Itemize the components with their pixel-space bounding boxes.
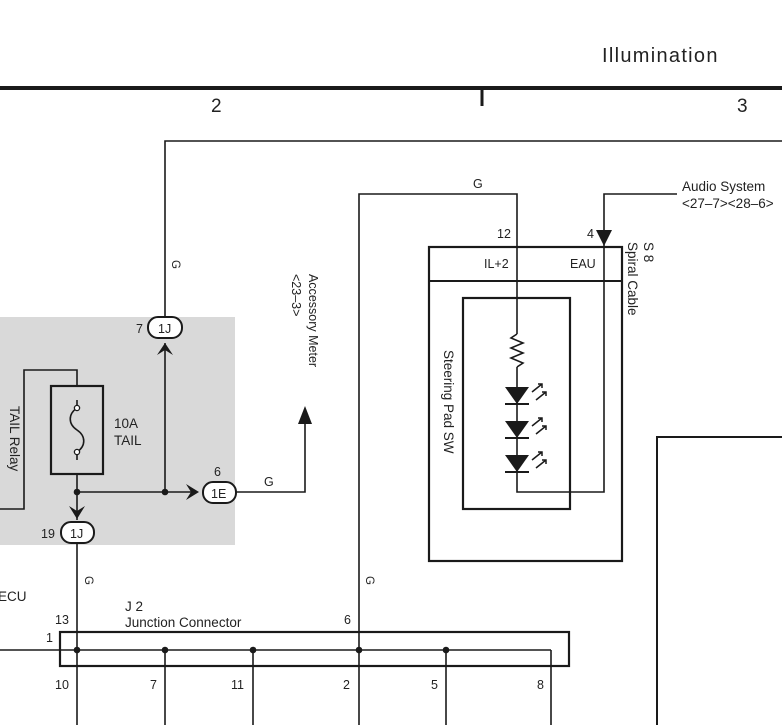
junction-pin-1: 1	[46, 631, 53, 645]
wire-color-g-il2: G	[473, 177, 483, 191]
junction-pin-8: 8	[537, 678, 544, 692]
junction-connector-box	[58, 630, 571, 668]
spiral-cable-box	[427, 245, 624, 563]
relay-block-area	[0, 317, 235, 545]
splice-dot	[161, 646, 169, 654]
pin-12-label: 12	[497, 227, 511, 241]
spiral-cable-code: S 8	[641, 242, 656, 262]
junction-name: Junction Connector	[125, 615, 242, 630]
junction-pin-5: 5	[431, 678, 438, 692]
pin-eau-label: EAU	[570, 257, 596, 271]
fuse-rating: 10A	[114, 416, 138, 431]
splice-dot	[161, 488, 169, 496]
connector-1e-label: 1E	[211, 487, 226, 501]
steering-pad-label: Steering Pad SW	[441, 350, 456, 454]
wire-color-g-bottom: G	[82, 576, 94, 585]
connector-1j-top: 1J	[147, 316, 183, 339]
connector-1j-bottom-label: 1J	[70, 527, 83, 541]
steering-pad-box	[461, 296, 572, 511]
pin-4-label: 4	[587, 227, 594, 241]
wire-color-g-junction: G	[363, 576, 375, 585]
page-title: Illumination	[602, 45, 719, 67]
junction-code: J 2	[125, 599, 143, 614]
led-icon	[505, 451, 547, 473]
wire-eau-return	[516, 246, 605, 493]
connector-1e: 1E	[202, 481, 237, 504]
led-icon	[505, 417, 547, 439]
pin-7-label: 7	[136, 322, 143, 336]
junction-pin-6: 6	[344, 613, 351, 627]
ecu-label: ECU	[0, 589, 27, 604]
splice-dot	[442, 646, 450, 654]
fuse-icon	[69, 400, 85, 460]
pin-il2-label: IL+2	[484, 257, 509, 271]
fuse-terminal-top	[73, 404, 81, 412]
arrow-down-icon	[596, 230, 612, 246]
wire-color-g-1e: G	[264, 475, 274, 489]
junction-pin-2: 2	[343, 678, 350, 692]
splice-dot	[73, 488, 81, 496]
resistor-icon	[508, 333, 526, 368]
led-icon	[505, 383, 547, 405]
wire-color-g-top: G	[169, 260, 181, 269]
pin-19-label: 19	[41, 527, 55, 541]
splice-dot	[249, 646, 257, 654]
audio-system-ref: <27–7><28–6>	[682, 196, 774, 211]
wire-tail-relay	[0, 369, 78, 510]
pin-6-label: 6	[214, 465, 221, 479]
arrow-right-icon	[186, 484, 199, 500]
accessory-meter-label: Accessory Meter	[306, 274, 320, 367]
connector-1j-top-label: 1J	[158, 322, 171, 336]
next-section-box	[656, 436, 782, 725]
junction-pin-7: 7	[150, 678, 157, 692]
junction-pin-11: 11	[231, 678, 244, 692]
connector-1j-bottom: 1J	[60, 521, 95, 544]
splice-dot	[73, 646, 81, 654]
fuse-name: TAIL	[114, 433, 142, 448]
arrow-up-icon	[298, 406, 312, 424]
wire-to-accessory-meter	[236, 412, 306, 493]
column-number-2: 2	[211, 96, 222, 117]
spiral-cable-name: Spiral Cable	[625, 242, 640, 316]
splice-dot	[355, 646, 363, 654]
wire-il2	[358, 193, 518, 725]
column-number-3: 3	[737, 96, 748, 117]
junction-pin-10: 10	[55, 678, 69, 692]
junction-pin-13: 13	[55, 613, 69, 627]
audio-system-label: Audio System	[682, 179, 765, 194]
tail-relay-label: TAIL Relay	[7, 406, 22, 472]
fuse-terminal-bottom	[73, 448, 81, 456]
arrow-down-icon	[69, 506, 85, 519]
wire-top	[164, 140, 782, 316]
wire-audio-system	[603, 193, 677, 246]
accessory-meter-ref: <23–3>	[289, 274, 303, 316]
